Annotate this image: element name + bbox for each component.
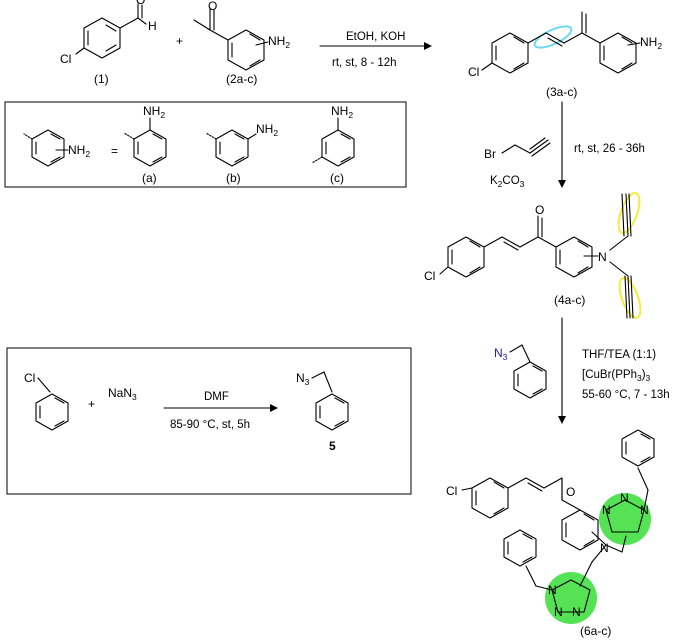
step2-arrowhead (558, 180, 566, 188)
triazole-top-n3: N (602, 503, 611, 517)
step1-arrowhead (424, 42, 432, 50)
variant-a-label: (a) (142, 171, 157, 185)
compound-4-oxygen: O (535, 203, 544, 217)
compound-5-label: 5 (329, 439, 336, 453)
step1-reagents: EtOH, KOH (346, 31, 405, 43)
variant-b-label: (b) (226, 171, 241, 185)
ortho-aminophenyl-structure (123, 117, 167, 167)
benzyl-chloride-structure (35, 377, 69, 431)
compound-1-label: (1) (94, 72, 109, 86)
step2-conditions: rt, st, 26 - 36h (574, 143, 645, 155)
compound-4-label: (4a-c) (554, 293, 585, 307)
compound-4-chlorine: Cl (424, 269, 435, 283)
plus-sign-step1: + (176, 34, 183, 48)
benzyl-azide-product-n3: N3 (296, 371, 310, 387)
substituent-definition-box (4, 101, 407, 188)
triazole-bottom-n3: N (572, 605, 581, 619)
ortho-amine: NH2 (143, 104, 165, 120)
alkyne-highlight-top (617, 192, 641, 234)
compound-3-label: (3a-c) (546, 85, 577, 99)
compound-3-chlorine: Cl (468, 65, 479, 79)
variant-c-label: (c) (330, 171, 344, 185)
azide-solvent: DMF (204, 391, 229, 403)
triazole-bottom-n2: N (554, 605, 563, 619)
azide-preparation-box (6, 347, 412, 495)
azide-arrowhead (270, 404, 278, 412)
compound-1-chlorine: Cl (60, 52, 71, 66)
triazole-top-n2: N (620, 491, 629, 505)
sodium-azide: NaN3 (108, 386, 137, 402)
compound-3-structure (481, 11, 641, 74)
triazole-top-n1: N (640, 503, 649, 517)
compound-4-nitrogen: N (598, 250, 607, 264)
equals-sign: = (111, 144, 118, 158)
step3-arrowhead (558, 416, 566, 424)
step3-temperature: 55-60 °C, 7 - 13h (582, 389, 670, 401)
step3-solvent: THF/TEA (1:1) (582, 349, 656, 361)
compound-4-structure (439, 193, 634, 319)
compound-1-structure (75, 3, 147, 59)
compound-6-chlorine: Cl (446, 484, 457, 498)
compound-2-structure (193, 7, 269, 71)
compound-2-oxygen: O (208, 0, 217, 13)
benzyl-azide-structure (509, 344, 547, 399)
para-aminophenyl-structure (311, 117, 355, 167)
compound-6-amine-nitrogen: N (600, 541, 609, 555)
plus-sign-azide: + (88, 397, 95, 411)
propargyl-bromide-br: Br (484, 147, 496, 161)
compound-6-label: (6a-c) (580, 624, 611, 638)
compound-2-label: (2a-c) (226, 72, 257, 86)
compound-2-amine: NH2 (268, 34, 290, 50)
generic-aminophenyl-structure (23, 129, 69, 167)
step1-conditions: rt, st, 8 - 12h (332, 57, 397, 69)
step2-base: K2CO3 (490, 175, 525, 189)
para-amine: NH2 (331, 104, 353, 120)
compound-1-oxygen: O (136, 0, 145, 7)
benzyl-chloride-cl: Cl (24, 371, 35, 385)
compound-3-amine: NH2 (640, 35, 662, 51)
triazole-bottom-n1: N (548, 583, 557, 597)
generic-amine: NH2 (68, 143, 90, 159)
alkene-highlight (533, 25, 573, 49)
propargyl-bromide-structure (501, 137, 551, 157)
compound-6-oxygen: O (566, 485, 575, 499)
benzyl-azide-product-structure (311, 371, 349, 431)
azide-conditions: 85-90 °C, st, 5h (170, 419, 250, 431)
meta-amine: NH2 (256, 122, 278, 138)
benzyl-azide-n3: N3 (494, 346, 508, 362)
step3-catalyst: [CuBr(PPh3)3 (582, 369, 651, 383)
meta-aminophenyl-structure (205, 129, 257, 167)
compound-1-hydrogen: H (148, 19, 157, 33)
alkyne-highlight-bottom (618, 277, 642, 319)
compound-6-structure (461, 429, 655, 613)
